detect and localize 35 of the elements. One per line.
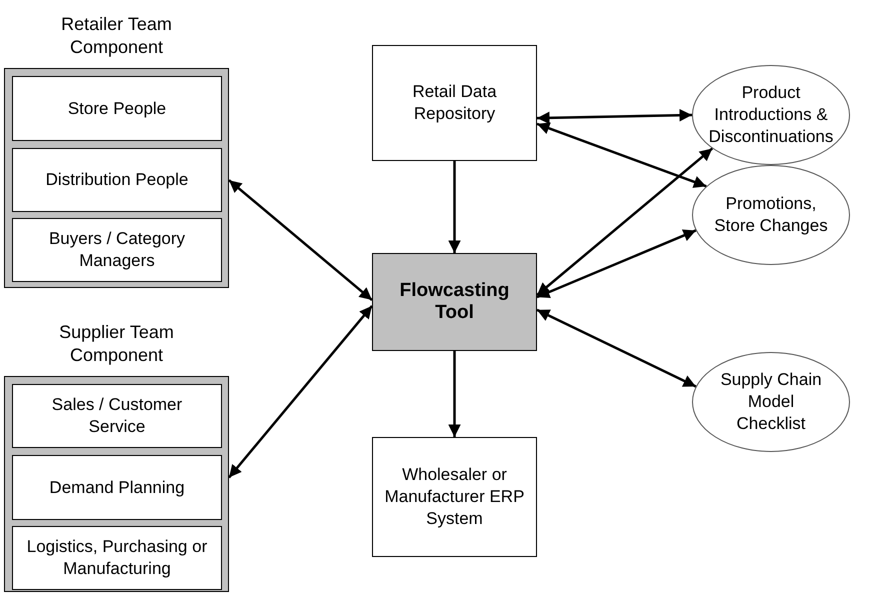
node-label: Promotions, Store Changes (713, 193, 829, 237)
process-box (12, 76, 222, 141)
input-ellipse (692, 65, 850, 165)
arrow (448, 351, 461, 437)
arrow (536, 229, 696, 298)
node-label: Demand Planning (48, 476, 186, 498)
process-box (12, 455, 222, 520)
process-box (372, 45, 537, 161)
arrow (228, 305, 373, 478)
node-label: Buyers / Category Managers (48, 228, 186, 272)
node-label: Sales / Customer Service (50, 394, 184, 438)
node-label: Retail Data Repository (411, 81, 498, 125)
process-box (12, 148, 222, 212)
group-heading: Retailer Team Component (60, 13, 173, 59)
arrow (536, 109, 692, 124)
arrow (536, 122, 707, 188)
node-label: Supply Chain Model Checklist (719, 369, 823, 435)
group-heading: Supplier Team Component (58, 321, 175, 367)
arrow (536, 148, 714, 296)
input-ellipse (692, 352, 850, 452)
node-label: Distribution People (44, 169, 190, 191)
node-label: Flowcasting Tool (398, 280, 510, 324)
process-box (12, 218, 222, 282)
node-label: Logistics, Purchasing or Manufacturing (26, 536, 208, 580)
arrow (448, 161, 461, 253)
process-box (372, 437, 537, 557)
arrow (228, 179, 373, 301)
process-box (12, 384, 222, 448)
node-label: Wholesaler or Manufacturer ERP System (384, 464, 526, 530)
input-ellipse (692, 165, 850, 265)
arrow (536, 308, 696, 388)
node-label: Product Introductions & Discontinuations (708, 82, 834, 148)
central-tool-box (372, 253, 537, 351)
process-box (12, 526, 222, 590)
node-label: Store People (66, 98, 168, 120)
